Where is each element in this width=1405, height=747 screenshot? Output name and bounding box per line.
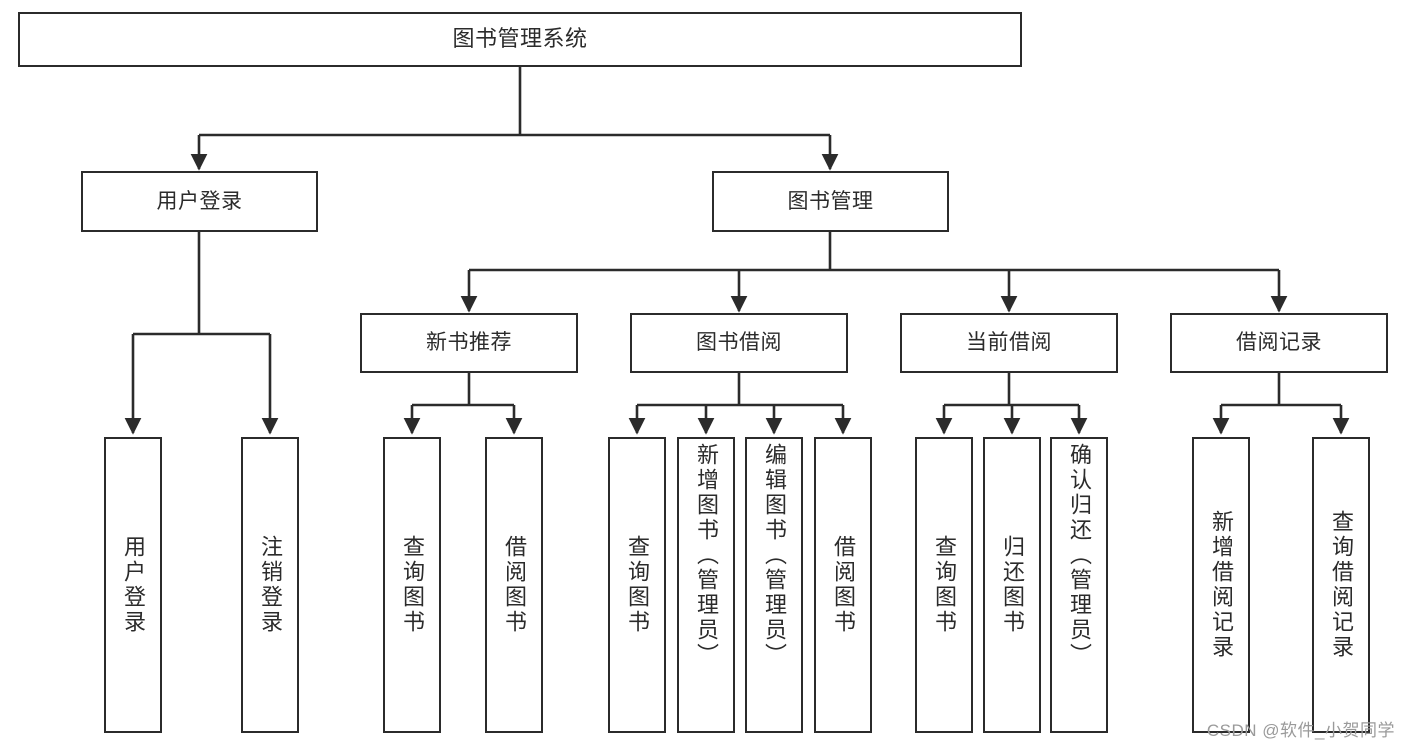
node-leaf-current-borrow-confirm[interactable]: 确认归还（管理员） xyxy=(1050,437,1108,733)
node-root-label: 图书管理系统 xyxy=(452,26,588,52)
node-leaf-book-borrow-query-label: 查询图书 xyxy=(625,535,650,635)
node-leaf-current-borrow-query-label: 查询图书 xyxy=(932,535,957,635)
node-leaf-user-login-login-label: 用户登录 xyxy=(121,535,146,635)
node-leaf-borrow-record-query-label: 查询借阅记录 xyxy=(1329,510,1354,660)
node-user-login-label: 用户登录 xyxy=(156,189,243,213)
node-borrow-record[interactable]: 借阅记录 xyxy=(1170,313,1388,373)
node-leaf-new-book-query[interactable]: 查询图书 xyxy=(383,437,441,733)
node-book-borrow[interactable]: 图书借阅 xyxy=(630,313,848,373)
node-leaf-book-borrow-edit[interactable]: 编辑图书（管理员） xyxy=(745,437,803,733)
node-book-borrow-label: 图书借阅 xyxy=(696,331,782,355)
node-book-management[interactable]: 图书管理 xyxy=(712,171,949,232)
node-new-book-recommend-label: 新书推荐 xyxy=(426,331,512,355)
node-leaf-new-book-query-label: 查询图书 xyxy=(400,535,425,635)
node-leaf-book-borrow-borrow[interactable]: 借阅图书 xyxy=(814,437,872,733)
node-leaf-book-borrow-edit-label: 编辑图书（管理员） xyxy=(762,443,787,668)
node-user-login[interactable]: 用户登录 xyxy=(81,171,318,232)
node-leaf-current-borrow-query[interactable]: 查询图书 xyxy=(915,437,973,733)
node-leaf-borrow-record-add[interactable]: 新增借阅记录 xyxy=(1192,437,1250,733)
watermark-text: CSDN @软件_小贺同学 xyxy=(1206,721,1395,740)
node-leaf-current-borrow-confirm-label: 确认归还（管理员） xyxy=(1067,443,1092,668)
node-leaf-book-borrow-query[interactable]: 查询图书 xyxy=(608,437,666,733)
node-leaf-current-borrow-return-label: 归还图书 xyxy=(1000,535,1025,635)
node-leaf-book-borrow-add[interactable]: 新增图书（管理员） xyxy=(677,437,735,733)
node-borrow-record-label: 借阅记录 xyxy=(1236,331,1322,355)
node-book-management-label: 图书管理 xyxy=(787,189,874,213)
node-current-borrow-label: 当前借阅 xyxy=(966,331,1052,355)
node-leaf-user-login-logout-label: 注销登录 xyxy=(258,535,283,635)
node-leaf-book-borrow-add-label: 新增图书（管理员） xyxy=(694,443,719,668)
node-leaf-new-book-borrow-label: 借阅图书 xyxy=(502,535,527,635)
node-current-borrow[interactable]: 当前借阅 xyxy=(900,313,1118,373)
node-leaf-borrow-record-add-label: 新增借阅记录 xyxy=(1209,510,1234,660)
node-leaf-book-borrow-borrow-label: 借阅图书 xyxy=(831,535,856,635)
node-leaf-borrow-record-query[interactable]: 查询借阅记录 xyxy=(1312,437,1370,733)
node-leaf-user-login-login[interactable]: 用户登录 xyxy=(104,437,162,733)
node-leaf-current-borrow-return[interactable]: 归还图书 xyxy=(983,437,1041,733)
node-leaf-user-login-logout[interactable]: 注销登录 xyxy=(241,437,299,733)
node-root[interactable]: 图书管理系统 xyxy=(18,12,1022,67)
node-leaf-new-book-borrow[interactable]: 借阅图书 xyxy=(485,437,543,733)
node-new-book-recommend[interactable]: 新书推荐 xyxy=(360,313,578,373)
